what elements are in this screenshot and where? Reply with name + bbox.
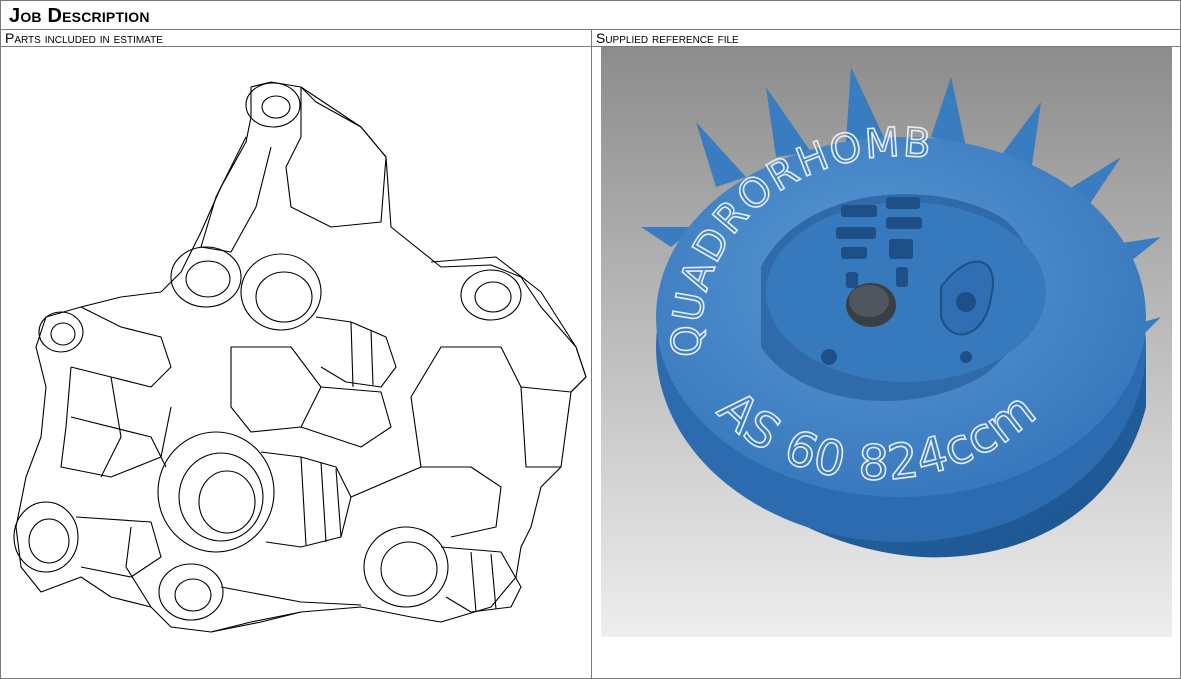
column-header-parts-label: Parts included in estimate xyxy=(5,30,163,46)
reference-render-cell: QUADRORHOMB AS 60 824ccm xyxy=(591,47,1181,679)
reference-render-image: QUADRORHOMB AS 60 824ccm xyxy=(601,47,1172,637)
parts-drawing-cell xyxy=(0,47,592,679)
title-row: Job Description xyxy=(0,0,1181,30)
column-header-reference-label: Supplied reference file xyxy=(596,30,739,46)
column-header-parts: Parts included in estimate xyxy=(0,30,592,47)
part-line-drawing xyxy=(13,81,587,633)
column-header-reference: Supplied reference file xyxy=(591,30,1181,47)
page-title: Job Description xyxy=(9,5,150,27)
